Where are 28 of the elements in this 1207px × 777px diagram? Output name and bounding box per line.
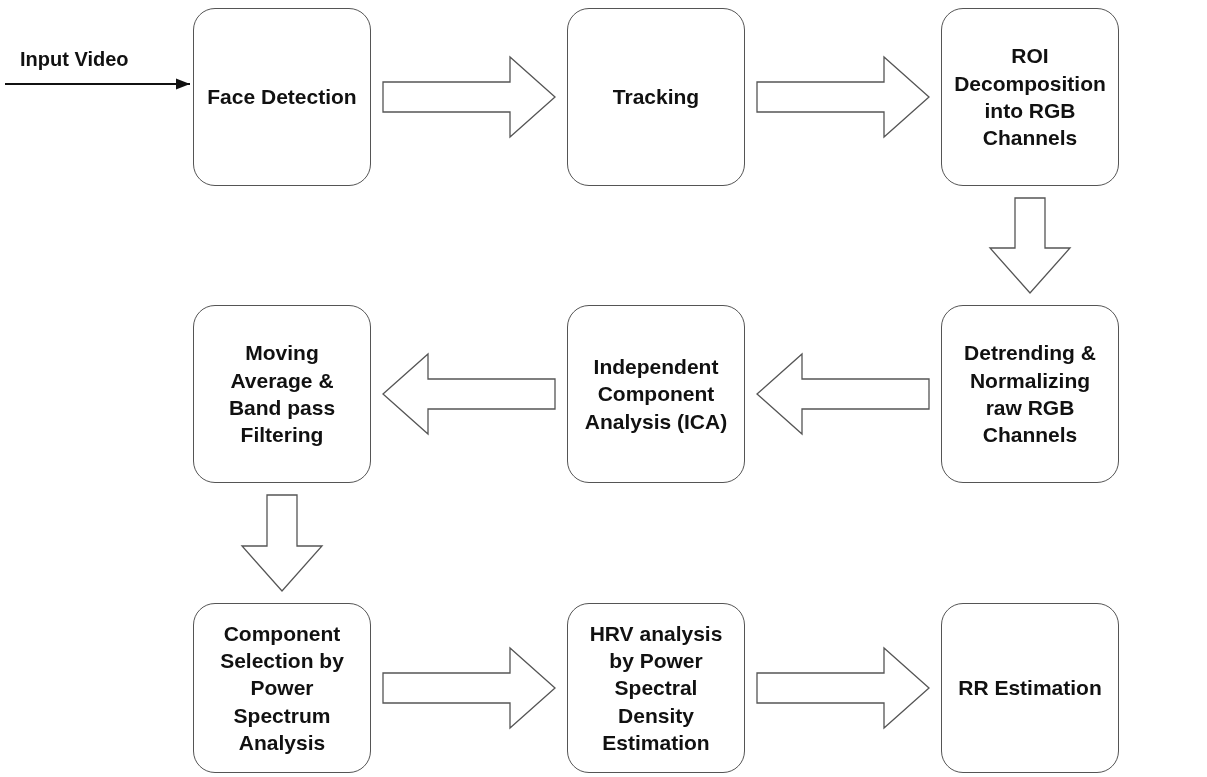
process-box [941,603,1119,773]
step-label: HRV analysis by Power Spectral Density Estimation [588,620,724,756]
block-arrow [240,494,324,592]
step-label: ROI Decomposition into RGB Channels [953,43,1107,152]
process-box [567,305,745,483]
step-label: Independent Component Analysis (ICA) [583,354,729,435]
edge-label: Input Video [20,48,129,71]
block-arrow [756,55,930,139]
block-arrow [756,646,930,730]
block-arrow [756,352,930,436]
step-label: Component Selection by Power Spectrum Analysis [219,620,345,756]
block-arrow [382,646,556,730]
step-label: Tracking [612,84,700,111]
arrow [4,78,191,90]
process-box [567,603,745,773]
process-box [941,305,1119,483]
step-label: Detrending & Normalizing raw RGB Channels [963,340,1097,449]
step-label: Face Detection [207,84,357,111]
process-box [193,603,371,773]
process-box [193,305,371,483]
block-arrow [382,55,556,139]
block-arrow [382,352,556,436]
process-box [567,8,745,186]
process-box [941,8,1119,186]
block-arrow [988,197,1072,294]
process-box [193,8,371,186]
step-label: Moving Average & Band pass Filtering [227,340,337,449]
step-label: RR Estimation [958,675,1102,702]
